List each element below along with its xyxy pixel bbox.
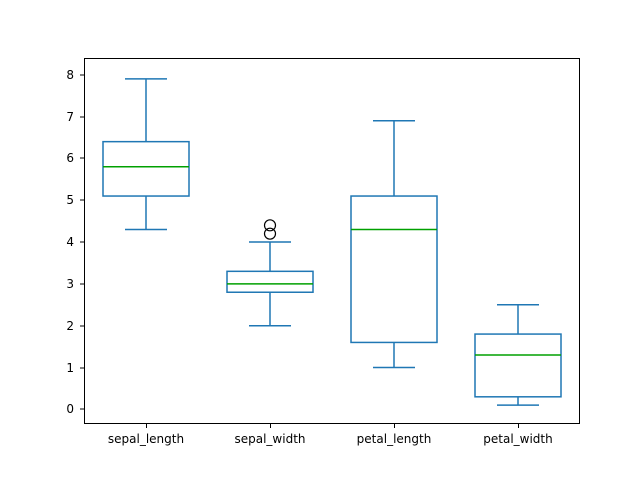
boxplot-sepal-length [102, 78, 190, 231]
box-iqr [474, 333, 562, 398]
boxplot-sepal-width [226, 219, 314, 327]
outlier-marker [263, 227, 277, 240]
outlier-marker [263, 219, 277, 232]
box-iqr [102, 140, 190, 197]
boxplot-petal-width [474, 304, 562, 406]
plot-axes-frame [84, 58, 580, 424]
box-iqr [350, 195, 438, 344]
box-iqr [226, 270, 314, 293]
boxplot-petal-length [350, 119, 438, 369]
